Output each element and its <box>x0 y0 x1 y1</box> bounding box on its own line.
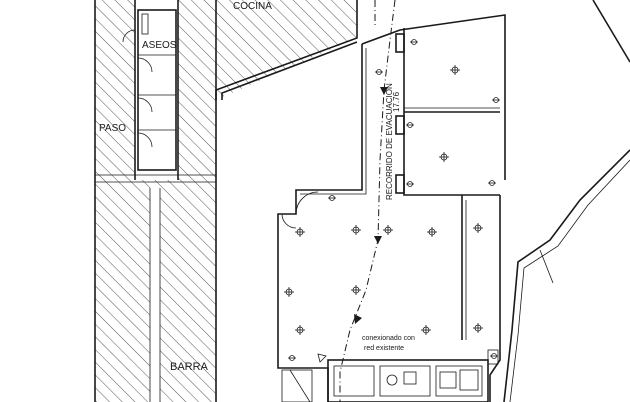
emergency-light-icon <box>375 69 383 75</box>
emergency-light-icon <box>439 152 449 162</box>
kitchen-label: COCINA <box>233 1 272 12</box>
door-jamb <box>395 174 405 194</box>
emergency-light-icon <box>488 180 496 186</box>
emergency-light-icon <box>421 325 431 335</box>
emergency-light-icon <box>295 227 305 237</box>
emergency-light-icon <box>492 97 500 103</box>
kitchen-walls <box>215 0 358 100</box>
exterior-outline <box>503 0 630 402</box>
emergency-light-icon <box>351 285 361 295</box>
emergency-light-icon <box>383 225 393 235</box>
emergency-light-icon <box>450 65 460 75</box>
door-swing <box>281 213 297 229</box>
emergency-light-icon <box>288 355 296 361</box>
emergency-light-icon <box>284 287 294 297</box>
emergency-light-icon <box>406 181 414 187</box>
evacuation-arrow-icon <box>354 314 362 324</box>
door-swing <box>295 191 319 215</box>
evacuation-route-label: RECORRIDO DE EVACUACION <box>385 83 394 200</box>
passage-hatch <box>95 0 135 180</box>
emergency-light-icon <box>427 227 437 237</box>
door-swing <box>137 57 153 73</box>
evacuation-route <box>317 0 396 402</box>
connection-note-line1: conexionado con <box>362 335 415 342</box>
emergency-light-icon <box>328 195 336 201</box>
partition <box>141 13 149 35</box>
hatched-zones <box>95 0 357 402</box>
restroom-block <box>122 9 177 171</box>
bar-counter-gap <box>150 188 160 402</box>
door-swing <box>122 29 136 43</box>
left-walls <box>94 0 217 402</box>
connection-note-line2: red existente <box>364 345 404 352</box>
bar-label: BARRA <box>170 361 209 373</box>
door-jamb <box>395 115 405 135</box>
emergency-light-icon <box>410 39 418 45</box>
door-swing <box>137 132 153 148</box>
evacuation-arrow-icon <box>317 353 327 363</box>
restrooms-label: ASEOS <box>142 40 177 51</box>
restroom-wall-hatch <box>178 0 216 180</box>
emergency-light-icon <box>406 122 414 128</box>
luminaires <box>284 39 500 361</box>
emergency-light-icon <box>473 223 483 233</box>
evacuation-arrow-icon <box>374 236 382 244</box>
main-rooms <box>277 14 506 402</box>
emergency-light-icon <box>295 325 305 335</box>
door-jamb <box>395 33 405 53</box>
emergency-light-icon <box>351 225 361 235</box>
emergency-light-icon <box>473 323 483 333</box>
kitchen-hatch <box>216 0 357 100</box>
emergency-light-icon <box>490 353 498 359</box>
passage-label: PASO <box>99 123 126 134</box>
door-swing <box>137 97 153 113</box>
service-block <box>281 349 499 402</box>
distance-label: 17.76 <box>392 91 401 112</box>
evacuation-arrow-icon <box>380 87 388 95</box>
